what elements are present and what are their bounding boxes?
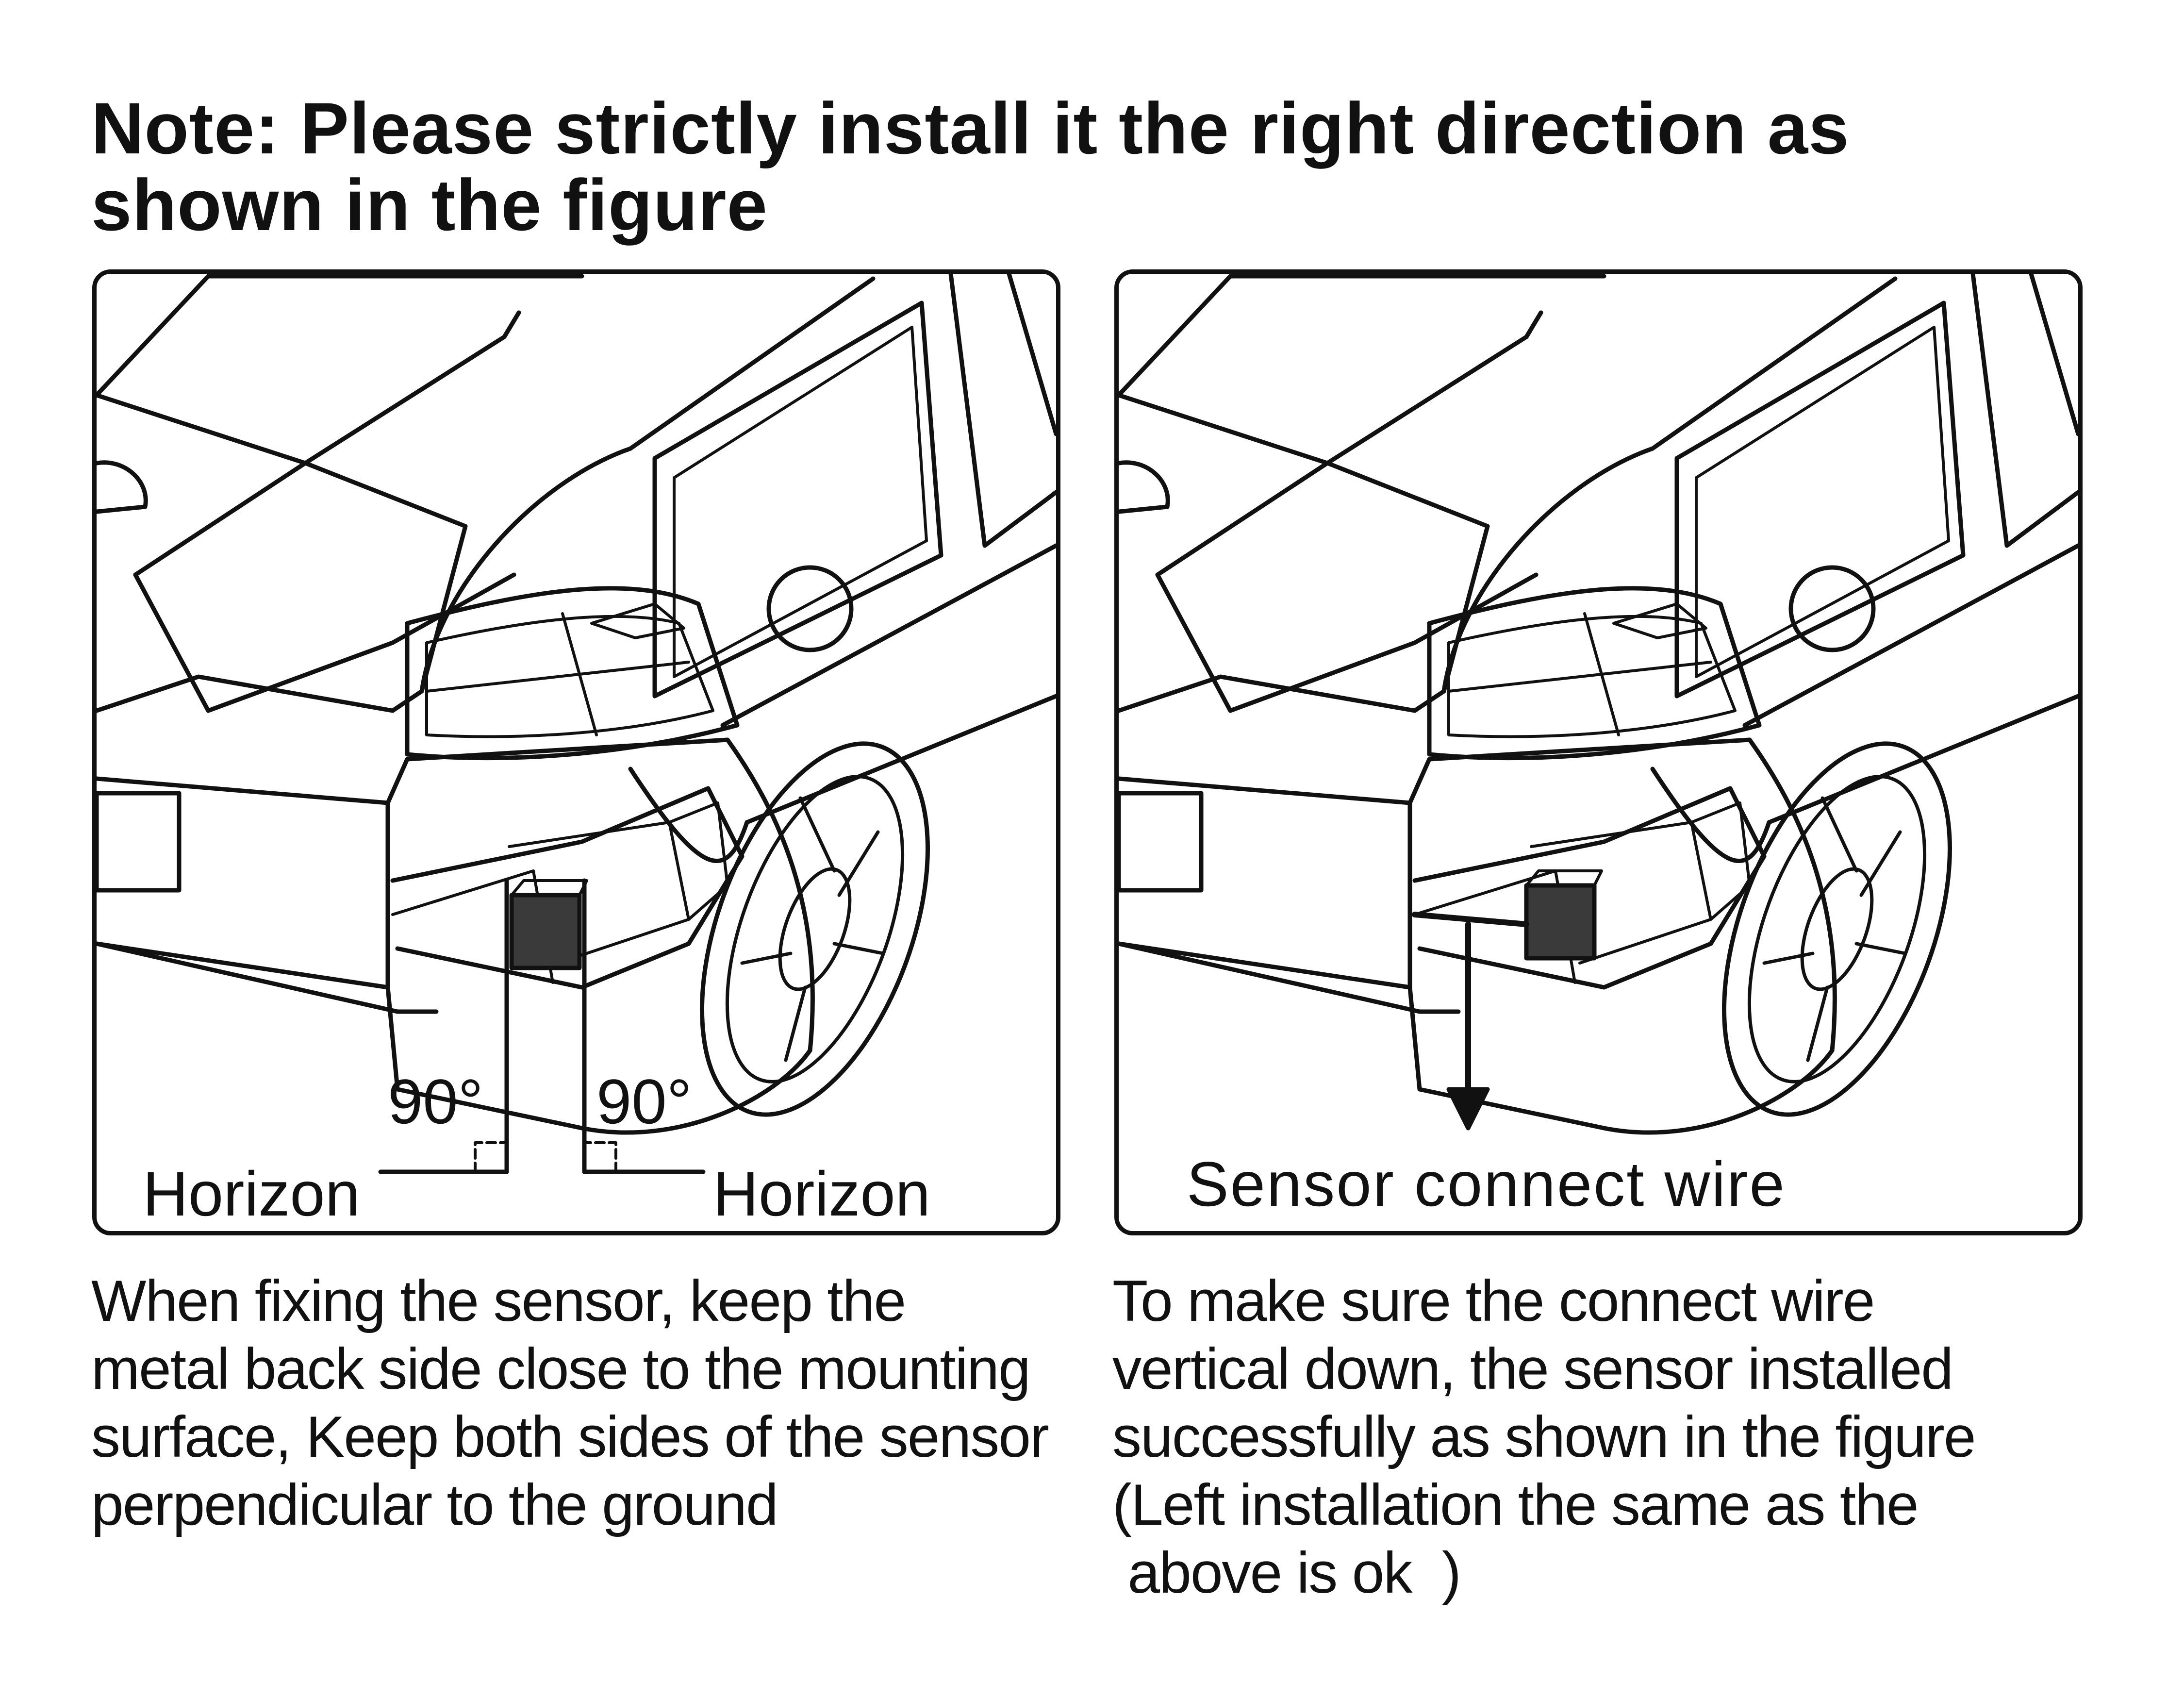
- roof-line: [97, 274, 584, 398]
- wheel-spokes: [740, 796, 885, 1062]
- right-caption-line: To make sure the connect wire: [1112, 1268, 1875, 1333]
- right-angle-mark-left: [474, 1141, 508, 1173]
- right-illustration-panel: Sensor connect wire: [1114, 269, 2083, 1235]
- car-rear-illustration-right: [1119, 274, 2078, 1135]
- tail-light-inner: [425, 615, 714, 738]
- wire-arrow-head: [1446, 1087, 1490, 1131]
- car-rear-illustration-left: [97, 274, 1056, 1174]
- right-caption-line: successfully as shown in the figure: [1112, 1404, 1976, 1469]
- bumper-corner: [385, 737, 815, 1053]
- wheel-tire: [700, 741, 930, 1117]
- left-caption-line: surface, Keep both sides of the sensor: [91, 1404, 1049, 1469]
- c-pillar: [419, 276, 876, 694]
- right-caption-line: vertical down, the sensor installed: [1112, 1336, 1953, 1401]
- rear-window: [97, 310, 521, 466]
- right-caption-line: (Left installation the same as the: [1112, 1472, 1919, 1537]
- tail-light-outer: [405, 586, 740, 760]
- brake-light: [1119, 460, 1170, 514]
- trunk-lid: [133, 572, 516, 713]
- parking-sensor: [509, 893, 582, 970]
- bumper-face: [97, 776, 390, 990]
- installation-note: Note: Please strictly install it the rig…: [91, 90, 2105, 243]
- wheel-tire: [1722, 741, 1952, 1117]
- sensor-wire: [1412, 912, 1529, 927]
- left-caption-line: metal back side close to the mounting: [91, 1336, 1031, 1401]
- angle-label-left: 90°: [388, 1066, 483, 1137]
- left-caption-line: When fixing the sensor, keep the: [91, 1268, 906, 1333]
- side-window-inner: [673, 326, 928, 678]
- brake-light: [97, 460, 148, 514]
- left-caption: When fixing the sensor, keep the metal b…: [91, 1267, 1110, 1539]
- horizon-label-right: Horizon: [713, 1158, 930, 1229]
- horizon-label-left: Horizon: [143, 1158, 360, 1229]
- fuel-cap: [766, 565, 854, 652]
- license-plate: [1119, 791, 1204, 893]
- sensor-wire-label: Sensor connect wire: [1187, 1149, 1786, 1219]
- angle-label-right: 90°: [596, 1066, 692, 1137]
- license-plate: [97, 791, 182, 893]
- fuel-cap: [1788, 565, 1876, 652]
- note-line-2: shown in the figure: [91, 164, 768, 246]
- right-caption: To make sure the connect wire vertical d…: [1112, 1267, 2132, 1607]
- body-crease: [720, 543, 1056, 728]
- side-window-outer: [652, 300, 943, 699]
- left-caption-line: perpendicular to the ground: [91, 1472, 778, 1537]
- right-angle-mark-right: [583, 1141, 617, 1173]
- note-line-1: Note: Please strictly install it the rig…: [91, 87, 1850, 169]
- right-caption-line: above is ok ): [1112, 1540, 1461, 1605]
- tail-light-outer: [1427, 586, 1762, 760]
- left-illustration-panel: 90° 90° Horizon Horizon: [92, 269, 1060, 1235]
- parking-sensor: [1524, 883, 1597, 961]
